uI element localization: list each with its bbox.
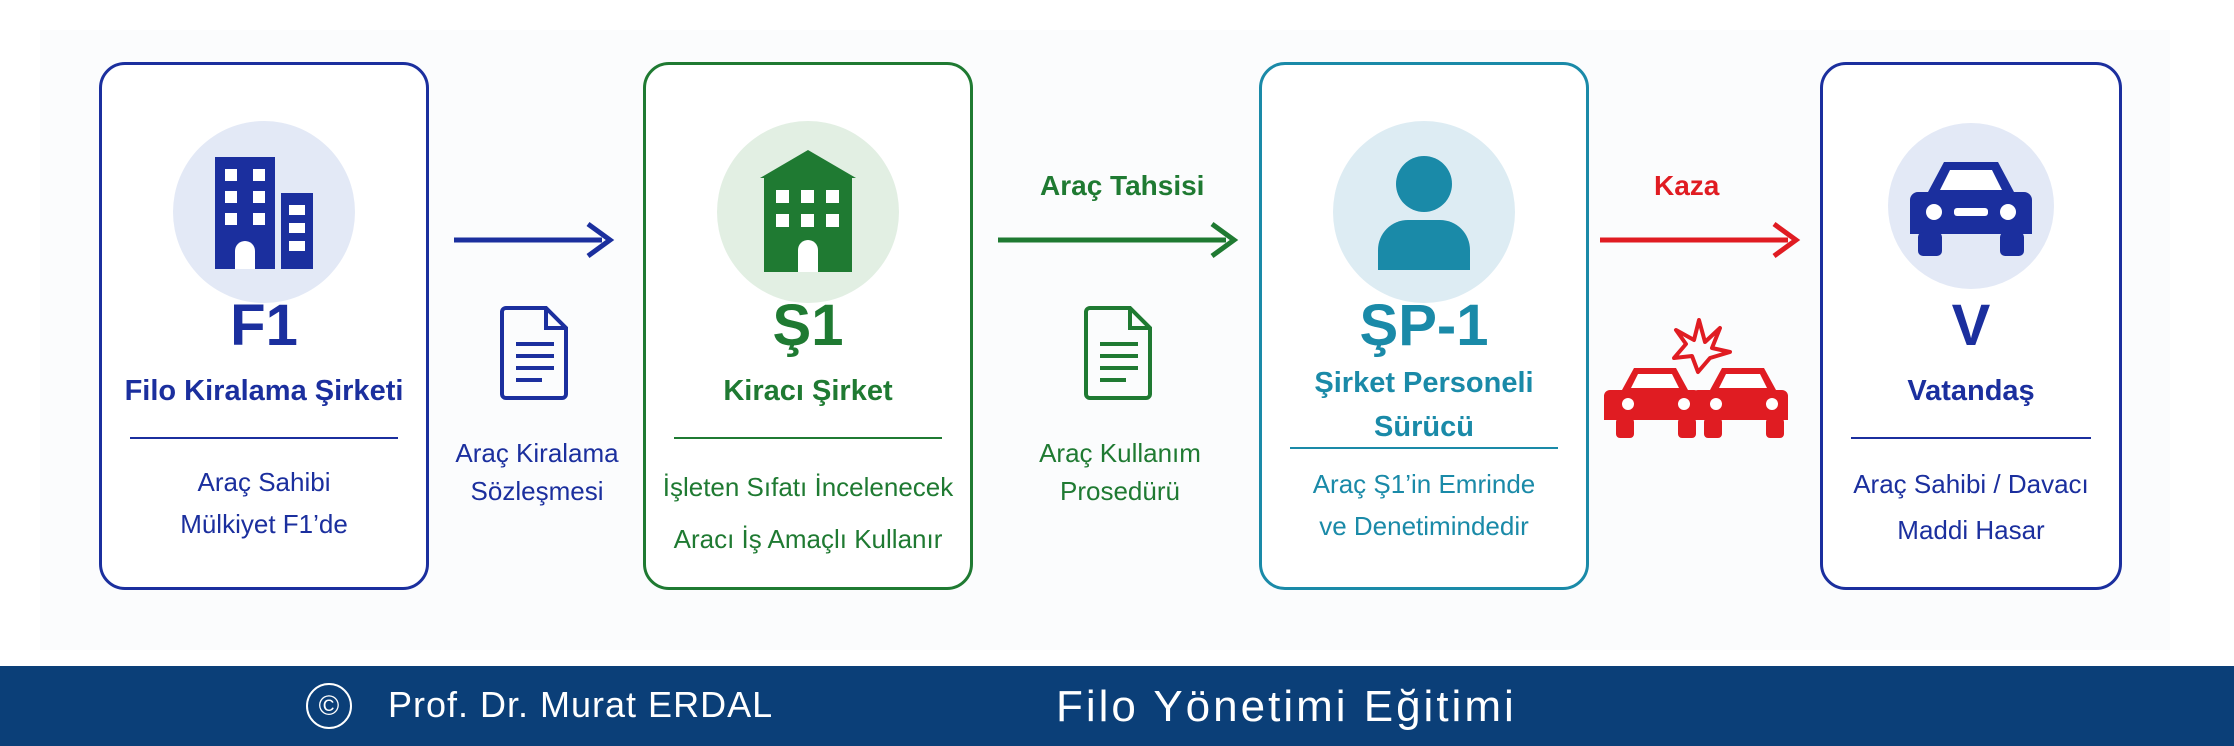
course-title: Filo Yönetimi Eğitimi bbox=[1056, 682, 1517, 731]
node-name-line: Filo Kiralama Şirketi bbox=[124, 375, 404, 407]
node-code: V bbox=[1951, 293, 1991, 358]
arrow-sp1-v bbox=[1600, 221, 1801, 259]
node-details: Araç Ş1’in Emrinde ve Denetimindedir bbox=[1262, 463, 1586, 547]
node-name: Vatandaş bbox=[1823, 371, 2119, 411]
node-code: ŞP-1 bbox=[1359, 293, 1489, 358]
caption-line: Sözleşmesi bbox=[470, 476, 604, 506]
detail-line: Araç Sahibi bbox=[197, 467, 331, 497]
node-card-f1: F1 Filo Kiralama Şirketi Araç Sahibi Mül… bbox=[99, 62, 429, 590]
icon-badge bbox=[173, 121, 355, 303]
link-caption: Araç Kullanım Prosedürü bbox=[1008, 434, 1232, 510]
icon-badge bbox=[1888, 123, 2054, 289]
caption-line: Araç Kullanım bbox=[1039, 438, 1201, 468]
node-name-line: Şirket Personeli bbox=[1314, 367, 1534, 399]
node-name-line: Sürücü bbox=[1374, 411, 1474, 443]
node-card-v: V Vatandaş Araç Sahibi / Davacı Maddi Ha… bbox=[1820, 62, 2122, 590]
node-card-s1: Ş1 Kiracı Şirket İşleten Sıfatı İncelene… bbox=[643, 62, 973, 590]
node-code: Ş1 bbox=[772, 293, 844, 358]
node-name-line: Vatandaş bbox=[1907, 375, 2035, 407]
link-label: Araç Tahsisi bbox=[1040, 170, 1205, 201]
detail-line: İşleten Sıfatı İncelenecek bbox=[662, 472, 954, 502]
node-details: İşleten Sıfatı İncelenecek Aracı İş Amaç… bbox=[646, 461, 970, 565]
building-icon bbox=[760, 150, 856, 272]
node-code: F1 bbox=[230, 293, 298, 358]
office-building-icon bbox=[215, 157, 313, 269]
detail-line: Araç Ş1’in Emrinde bbox=[1312, 469, 1536, 499]
divider bbox=[674, 437, 942, 439]
node-card-sp1: ŞP-1 Şirket Personeli Sürücü Araç Ş1’in … bbox=[1259, 62, 1589, 590]
author-name: Prof. Dr. Murat ERDAL bbox=[388, 684, 774, 725]
car-crash-icon bbox=[1604, 318, 1788, 438]
document-icon bbox=[1084, 306, 1152, 400]
detail-line: Mülkiyet F1’de bbox=[180, 509, 348, 539]
divider bbox=[130, 437, 398, 439]
detail-line: Aracı İş Amaçlı Kullanır bbox=[673, 524, 943, 554]
detail-line: ve Denetimindedir bbox=[1319, 511, 1529, 541]
document-icon bbox=[500, 306, 568, 400]
node-name: Şirket Personeli Sürücü bbox=[1262, 361, 1586, 449]
node-name: Filo Kiralama Şirketi bbox=[102, 371, 426, 411]
node-details: Araç Sahibi Mülkiyet F1’de bbox=[102, 461, 426, 545]
divider bbox=[1851, 437, 2091, 439]
divider bbox=[1290, 447, 1558, 449]
person-icon bbox=[1378, 156, 1470, 270]
icon-badge bbox=[1333, 121, 1515, 303]
node-name-line: Kiracı Şirket bbox=[723, 375, 893, 407]
arrow-s1-sp1 bbox=[998, 221, 1239, 259]
link-caption: Araç Kiralama Sözleşmesi bbox=[437, 434, 637, 510]
arrow-f1-s1 bbox=[454, 221, 615, 259]
car-icon bbox=[1910, 162, 2032, 256]
detail-line: Araç Sahibi / Davacı bbox=[1853, 469, 2089, 499]
node-details: Araç Sahibi / Davacı Maddi Hasar bbox=[1823, 461, 2119, 553]
copyright-icon: © bbox=[306, 683, 352, 729]
node-name: Kiracı Şirket bbox=[646, 371, 970, 411]
caption-line: Araç Kiralama bbox=[455, 438, 619, 468]
footer-bar: © Prof. Dr. Murat ERDAL Filo Yönetimi Eğ… bbox=[0, 666, 2234, 746]
caption-line: Prosedürü bbox=[1060, 476, 1180, 506]
icon-badge bbox=[717, 121, 899, 303]
link-label: Kaza bbox=[1654, 170, 1720, 201]
detail-line: Maddi Hasar bbox=[1897, 515, 2045, 545]
